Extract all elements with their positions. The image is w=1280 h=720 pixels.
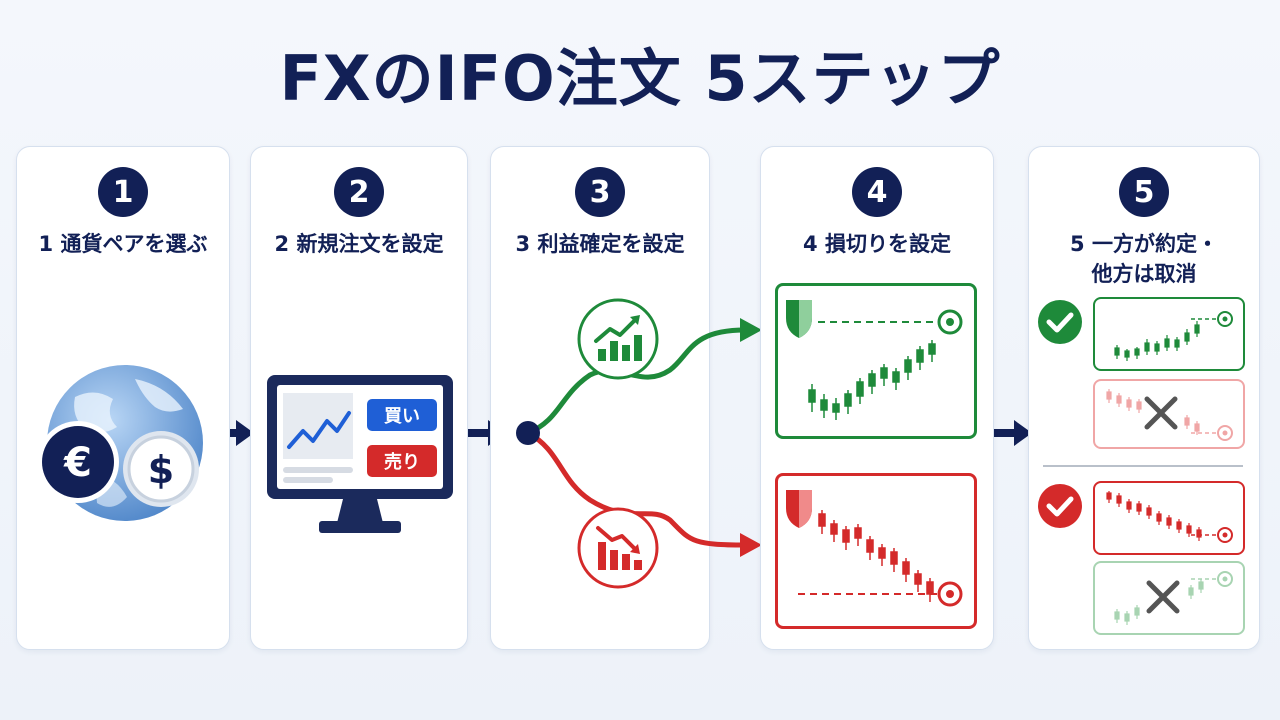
svg-text:€: € — [63, 440, 92, 486]
take-profit-chart — [775, 283, 977, 439]
step-5-panel: 5 5 一方が約定・ 他方は取消 — [1028, 146, 1260, 650]
cancelled-profit-chart — [1093, 561, 1245, 635]
svg-text:$: $ — [148, 448, 174, 492]
filled-profit-chart — [1093, 297, 1245, 371]
step-5-number: 5 — [1119, 167, 1169, 217]
stop-loss-chart — [775, 473, 977, 629]
stop-loss-candles — [786, 490, 963, 607]
step-2-panel: 2 2 新規注文を設定 買い 売り — [250, 146, 468, 650]
cancelled-loss-candles — [1106, 389, 1233, 441]
buy-button[interactable]: 買い — [367, 399, 437, 431]
cancelled-profit-candles — [1114, 571, 1233, 625]
check-circle-icon — [1038, 300, 1082, 344]
step-5-label-line-1: 5 一方が約定・ — [1070, 232, 1218, 256]
filled-loss-chart — [1093, 481, 1245, 555]
arrow-4-to-5 — [990, 420, 1032, 446]
buy-button-label: 買い — [384, 406, 420, 427]
dollar-coin-icon: $ — [123, 431, 199, 507]
step-2-number: 2 — [334, 167, 384, 217]
step-1-panel: 1 1 通貨ペアを選ぶ € $ — [16, 146, 230, 650]
filled-profit-candles — [1114, 311, 1233, 361]
step-4-panel: 4 4 損切りを設定 — [760, 146, 994, 650]
euro-coin-icon: € — [37, 421, 119, 503]
page-title: FXのIFO注文 5ステップ — [279, 42, 1001, 115]
sell-button[interactable]: 売り — [367, 445, 437, 477]
step-4-number: 4 — [852, 167, 902, 217]
step-2-label: 2 新規注文を設定 — [274, 232, 444, 256]
uptrend-bar-chart-icon — [577, 298, 659, 380]
take-profit-candles — [786, 300, 963, 420]
downtrend-bar-chart-icon — [577, 507, 659, 589]
stop-loss-candlesticks — [818, 510, 934, 602]
step-1-label: 1 通貨ペアを選ぶ — [38, 232, 208, 256]
step-5-label: 5 一方が約定・ 他方は取消 — [1029, 229, 1259, 289]
step-4-label: 4 損切りを設定 — [803, 232, 951, 256]
sell-button-label: 売り — [384, 452, 420, 473]
arrow-1-to-2 — [212, 420, 254, 446]
cancelled-loss-chart — [1093, 379, 1245, 449]
x-mark-icon — [1146, 580, 1180, 614]
step-3-label: 3 利益確定を設定 — [515, 232, 685, 256]
step-3-number: 3 — [575, 167, 625, 217]
step-1-number: 1 — [98, 167, 148, 217]
step-5-label-line-2: 他方は取消 — [1091, 262, 1197, 286]
x-mark-icon — [1144, 396, 1178, 430]
take-profit-candlesticks — [808, 340, 936, 420]
filled-loss-candles — [1106, 491, 1233, 543]
check-circle-icon — [1038, 484, 1082, 528]
group-divider — [1043, 465, 1243, 467]
